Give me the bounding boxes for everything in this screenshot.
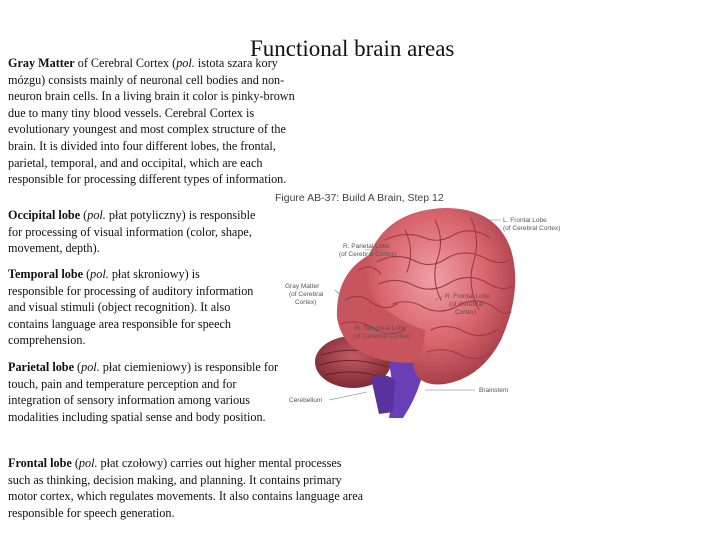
gray-matter-paragraph: Gray Matter of Cerebral Cortex (pol. ist… [8, 55, 308, 188]
label-cerebellum: Cerebellum [289, 397, 322, 404]
term-frontal-lobe: Frontal lobe [8, 456, 72, 470]
label-r-temporal-lobe: R. Temporal Lobe [355, 325, 407, 332]
text: istota szara kory mózgu) consists mainly… [8, 56, 295, 187]
frontal-paragraph: Frontal lobe (pol. płat czołowy) carries… [8, 455, 364, 521]
pol-abbrev: pol. [78, 456, 98, 470]
term-temporal-lobe: Temporal lobe [8, 267, 84, 281]
label-gray-matter-sub: (of Cerebral [289, 291, 324, 298]
parietal-paragraph: Parietal lobe (pol. płat ciemieniowy) is… [8, 359, 286, 425]
text: płat czołowy) carries out higher mental … [8, 456, 364, 520]
left-hemisphere-shape [366, 208, 516, 385]
pol-abbrev: pol. [176, 56, 195, 70]
text: ( [80, 208, 88, 222]
leader-lines [328, 219, 501, 401]
label-gray-matter-sub2: Cortex) [295, 299, 316, 306]
text: ( [71, 456, 79, 470]
text: płat skroniowy) is responsible for proce… [8, 267, 254, 348]
pol-abbrev: pol. [87, 208, 106, 222]
term-gray-matter: Gray Matter [8, 56, 75, 70]
brain-figure: L. Frontal Lobe (of Cerebral Cortex) R. … [285, 208, 560, 418]
text: ( [83, 267, 91, 281]
label-r-temporal-lobe-sub: (of Cerebral Cortex) [353, 333, 410, 340]
label-r-frontal-lobe: R. Frontal Lobe [445, 293, 490, 300]
label-l-frontal-lobe: L. Frontal Lobe [503, 217, 547, 224]
text: of Cerebral Cortex ( [74, 56, 177, 70]
pol-abbrev: pol. [81, 360, 100, 374]
text: płat ciemieniowy) is responsible for tou… [8, 360, 279, 424]
term-occipital-lobe: Occipital lobe [8, 208, 81, 222]
brainstem-lower [371, 375, 395, 414]
label-r-parietal-lobe: R. Parietal Lobe [343, 243, 390, 250]
label-r-frontal-lobe-sub: (of Cerebral [449, 301, 484, 308]
page-title: Functional brain areas [250, 36, 455, 61]
label-brainstem: Brainstem [479, 387, 508, 394]
label-r-frontal-lobe-sub2: Cortex) [455, 309, 476, 316]
text: płat potyliczny) is responsible for proc… [8, 208, 256, 256]
label-r-parietal-lobe-sub: (of Cerebral Cortex) [339, 251, 396, 258]
label-l-frontal-lobe-sub: (of Cerebral Cortex) [503, 225, 560, 232]
figure-caption: Figure AB-37: Build A Brain, Step 12 [275, 192, 444, 204]
temporal-paragraph: Temporal lobe (pol. płat skroniowy) is r… [8, 266, 258, 349]
occipital-paragraph: Occipital lobe (pol. płat potyliczny) is… [8, 207, 270, 257]
label-gray-matter: Gray Matter [285, 283, 320, 290]
term-parietal-lobe: Parietal lobe [8, 360, 74, 374]
gyri-pattern [340, 217, 514, 360]
pol-abbrev: pol. [90, 267, 109, 281]
text: ( [74, 360, 82, 374]
